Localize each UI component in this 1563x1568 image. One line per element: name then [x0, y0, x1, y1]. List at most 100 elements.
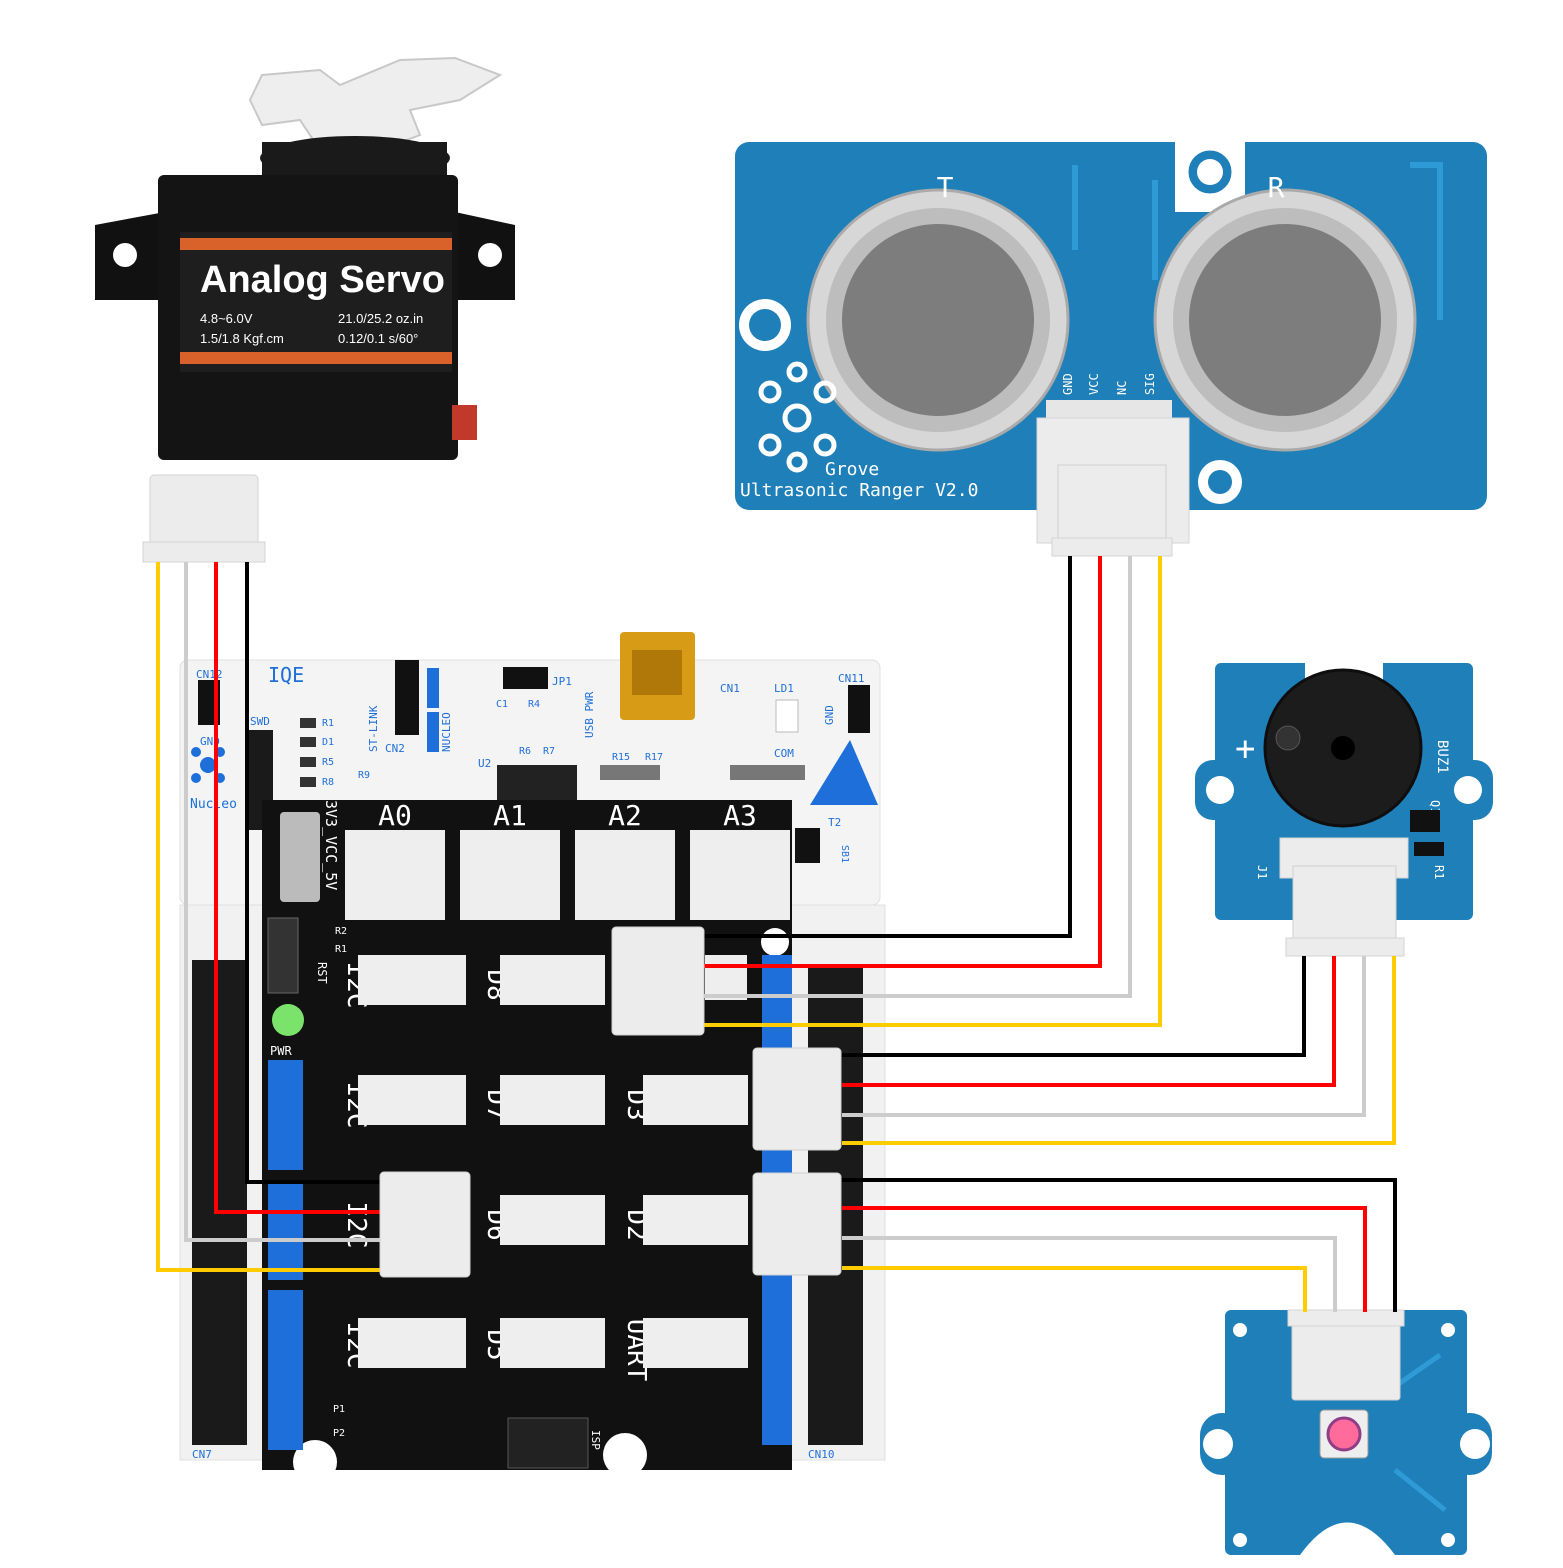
left-header-cn7 — [192, 960, 247, 1445]
transmitter-label: T — [937, 171, 954, 204]
swd-label: SWD — [250, 715, 270, 728]
port-a1-label: A1 — [493, 799, 527, 832]
servo-wire-vcc — [214, 562, 380, 1214]
row2-left-socket — [358, 1075, 466, 1125]
port-a3-label: A3 — [723, 799, 757, 832]
servo-brand-label: Analog Servo — [200, 259, 445, 301]
top-letters: IQE — [268, 663, 304, 687]
servo-wire-gnd — [245, 562, 380, 1184]
servo-cable — [156, 562, 380, 1272]
buzzer-r1-label: R1 — [1432, 865, 1446, 879]
cn12-label: CN12 — [196, 668, 223, 681]
port-a2-socket — [575, 830, 675, 920]
r15-label: R15 — [612, 752, 630, 763]
ultrasonic-wire-vcc — [700, 556, 1102, 968]
servo-spec-torque-kgf: 1.5/1.8 Kgf.cm — [200, 331, 284, 346]
led-wire-vcc — [842, 1206, 1367, 1312]
servo-motor: Analog Servo 4.8~6.0V 21.0/25.2 oz.in 1.… — [95, 56, 515, 460]
buzzer-cable — [842, 956, 1396, 1145]
row4-right-socket — [643, 1318, 748, 1368]
isp-label: ISP — [589, 1430, 602, 1450]
ld1-label: LD1 — [774, 682, 794, 695]
buzzer-wire-vcc — [842, 956, 1336, 1087]
p1-label: P1 — [333, 1404, 345, 1415]
shield-blue-header-1 — [268, 1060, 303, 1170]
ultrasonic-pin-gnd: GND — [1061, 373, 1075, 395]
nucleo-select-label: NUCLEO — [440, 712, 453, 752]
cn10-label: CN10 — [808, 1448, 835, 1461]
buzzer-plug — [752, 1047, 842, 1151]
ultrasonic-wire-nc — [700, 556, 1132, 998]
row4-left-socket — [358, 1318, 466, 1368]
row3-right-socket — [643, 1195, 748, 1245]
com-label: COM — [774, 747, 794, 760]
servo-plug-d6 — [379, 1171, 471, 1278]
led-cable — [842, 1178, 1397, 1312]
receiver-transducer — [1153, 188, 1417, 452]
isp-header — [507, 1417, 589, 1469]
ultrasonic-pin-nc: NC — [1115, 381, 1129, 395]
servo-spec-torque-oz: 21.0/25.2 oz.in — [338, 311, 423, 326]
u2-label: U2 — [478, 757, 491, 770]
r5-label: R5 — [322, 757, 334, 768]
ultrasonic-brand: Grove — [825, 459, 879, 480]
ultrasonic-pin-sig: SIG — [1143, 373, 1157, 395]
buzzer-wire-sig — [842, 956, 1396, 1145]
r1-label: R1 — [322, 718, 334, 729]
port-a3-socket — [690, 830, 790, 920]
ultrasonic-plug-d8 — [611, 926, 705, 1036]
buzzer-connector — [1279, 837, 1409, 957]
d1-label: D1 — [322, 737, 334, 748]
rst-label: RST — [315, 962, 329, 984]
r4-label: R4 — [528, 699, 540, 710]
row3-mid-socket — [500, 1195, 605, 1245]
ultrasonic-pin-vcc: VCC — [1087, 373, 1101, 395]
cn7-label: CN7 — [192, 1448, 212, 1461]
grove-base-shield: 3V3_VCC_5V RST R2 R1 PWR ISP P1 P2 A0 A1… — [262, 799, 792, 1484]
st-link-jumper — [395, 660, 419, 735]
servo-wire-nc — [184, 562, 380, 1242]
voltage-switch — [280, 812, 320, 902]
voltage-switch-label: 3V3_VCC_5V — [322, 800, 340, 890]
buzzer-wire-nc — [842, 956, 1366, 1117]
ultrasonic-wire-sig — [700, 556, 1162, 1027]
gnd-right-label: GND — [823, 705, 836, 725]
ultrasonic-ranger-board: T R Grove Ultrasonic Ranger V2.0 GND VCC… — [735, 142, 1487, 510]
port-a2-label: A2 — [608, 799, 642, 832]
r9-label: R9 — [358, 770, 370, 781]
port-a0-label: A0 — [378, 799, 412, 832]
st-link-label: ST-LINK — [367, 705, 380, 752]
cn2-label: CN2 — [385, 742, 405, 755]
shield-blue-header-3 — [268, 1290, 303, 1450]
mcu-chip — [497, 765, 577, 805]
buzzer-ref-label: BUZ1 — [1434, 740, 1450, 774]
reset-button — [267, 917, 299, 994]
st-logo — [810, 740, 878, 805]
r6-label: R6 — [519, 746, 531, 757]
p2-label: P2 — [333, 1428, 345, 1439]
c1-label: C1 — [496, 699, 508, 710]
ultrasonic-cable — [700, 556, 1162, 1027]
led-wire-sig — [842, 1266, 1307, 1312]
port-a0-socket — [345, 830, 445, 920]
cn11-label: CN11 — [838, 672, 865, 685]
r17-label: R17 — [645, 752, 663, 763]
shield-r2-label: R2 — [335, 926, 347, 937]
r7-label: R7 — [543, 746, 555, 757]
led-plug — [752, 1172, 842, 1276]
row2-right-socket — [643, 1075, 748, 1125]
ultrasonic-connector — [1036, 417, 1190, 557]
port-a1-socket — [460, 830, 560, 920]
cn1-label: CN1 — [720, 682, 740, 695]
receiver-label: R — [1268, 171, 1285, 204]
row2-mid-socket — [500, 1075, 605, 1125]
led-wire-gnd — [842, 1178, 1397, 1312]
ultrasonic-name: Ultrasonic Ranger V2.0 — [740, 480, 978, 501]
grove-logo — [758, 361, 837, 473]
led-connector — [1287, 1309, 1405, 1401]
transmitter-transducer — [806, 188, 1070, 452]
pwr-label: PWR — [270, 1044, 292, 1058]
r8-label: R8 — [322, 777, 334, 788]
servo-spec-speed: 0.12/0.1 s/60° — [338, 331, 418, 346]
